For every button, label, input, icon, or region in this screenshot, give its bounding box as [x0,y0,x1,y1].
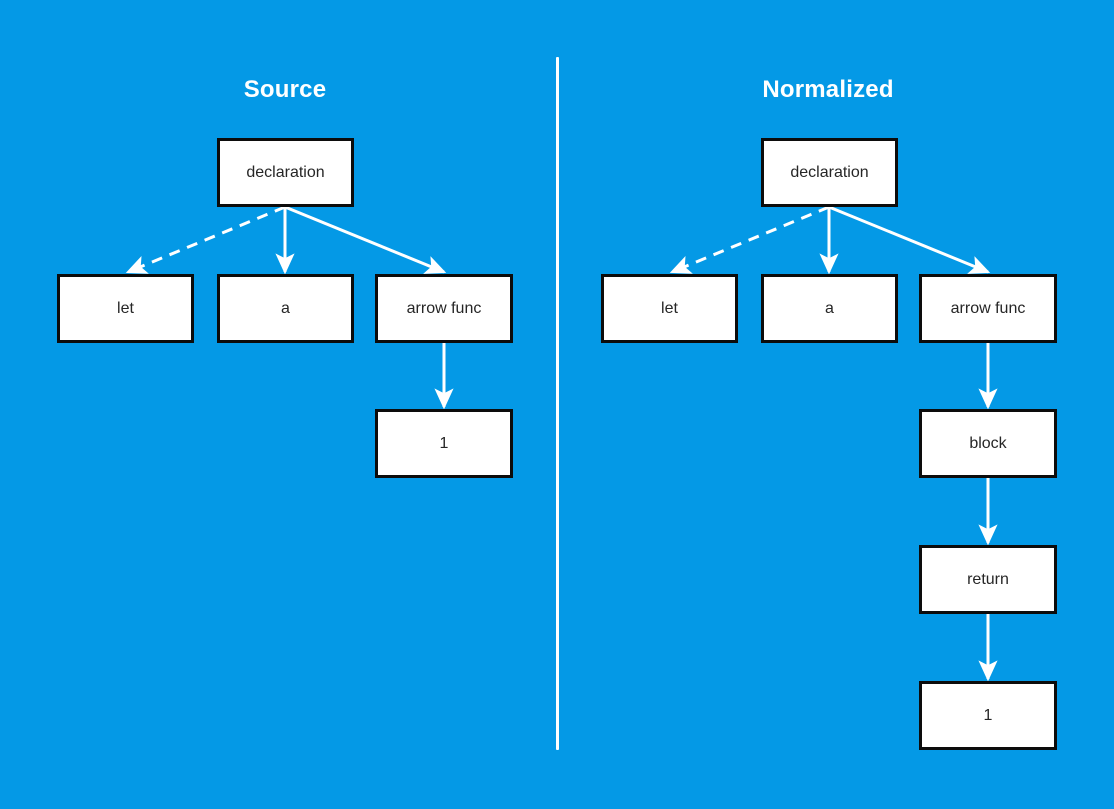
node-src-a[interactable]: a [217,274,354,343]
edge-nrm-declaration-to-nrm-arrow-func [828,205,991,274]
edge-nrm-declaration-to-nrm-let [669,205,830,274]
panel-title-source: Source [243,76,327,103]
node-src-one[interactable]: 1 [375,409,513,478]
node-nrm-let[interactable]: let [601,274,738,343]
node-nrm-block[interactable]: block [919,409,1057,478]
node-nrm-arrow-func[interactable]: arrow func [919,274,1057,343]
panel-title-normalized: Normalized [762,76,894,103]
node-src-arrow-func[interactable]: arrow func [375,274,513,343]
node-nrm-one[interactable]: 1 [919,681,1057,750]
edge-src-declaration-to-src-arrow-func [284,205,447,274]
node-nrm-a[interactable]: a [761,274,898,343]
node-src-declaration[interactable]: declaration [217,138,354,207]
panel-divider [556,57,559,750]
edge-src-declaration-to-src-let [125,205,286,274]
node-nrm-declaration[interactable]: declaration [761,138,898,207]
node-src-let[interactable]: let [57,274,194,343]
node-nrm-return[interactable]: return [919,545,1057,614]
